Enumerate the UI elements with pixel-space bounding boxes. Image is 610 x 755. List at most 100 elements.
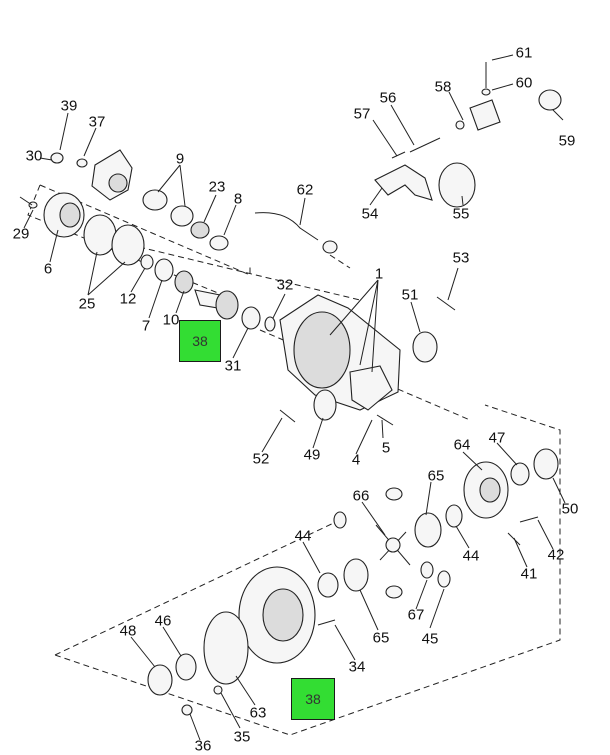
washer-37	[76, 158, 88, 168]
bearing-9b	[170, 205, 194, 227]
leader-lines	[23, 54, 566, 741]
callout-54: 54	[361, 205, 379, 223]
shaft-56	[409, 137, 441, 153]
washer-44b	[317, 572, 339, 598]
callout-6: 6	[43, 260, 53, 278]
adjuster-49	[313, 389, 337, 421]
callout-66: 66	[352, 487, 370, 505]
callout-61: 61	[515, 44, 533, 62]
lower-assembly-outline	[54, 404, 561, 736]
callout-47: 47	[488, 429, 506, 447]
nut-39	[50, 152, 64, 164]
side-gear-65a	[414, 512, 442, 548]
callout-39: 39	[60, 97, 78, 115]
bolt-34	[317, 619, 336, 626]
callout-45: 45	[421, 630, 439, 648]
callout-42: 42	[547, 546, 565, 564]
bearing-9a	[142, 189, 168, 211]
diff-case-half	[463, 461, 509, 519]
collar-55	[438, 162, 476, 208]
thrust-67	[420, 561, 434, 579]
washer-35	[213, 685, 223, 695]
callout-56: 56	[379, 89, 397, 107]
fork-54	[374, 164, 433, 201]
callout-65-top: 65	[427, 467, 445, 485]
washer-44a	[445, 504, 463, 528]
callout-44-right: 44	[462, 547, 480, 565]
upper-right-guide	[329, 254, 351, 269]
callout-31: 31	[224, 357, 242, 375]
pinion-gear-a	[385, 487, 403, 501]
callout-59: 59	[558, 132, 576, 150]
callout-32: 32	[276, 276, 294, 294]
spider-66	[375, 524, 411, 566]
cup-7	[154, 258, 174, 282]
washer-60	[481, 88, 491, 96]
callout-49: 49	[303, 446, 321, 464]
breather-fitting	[322, 240, 338, 254]
callout-55: 55	[452, 205, 470, 223]
side-gear-65b	[343, 558, 369, 592]
washer-45	[437, 570, 451, 588]
bolt-42	[519, 516, 539, 523]
spacer-32	[264, 316, 276, 332]
callout-64: 64	[453, 436, 471, 454]
callout-48: 48	[119, 622, 137, 640]
nut-36	[181, 704, 193, 716]
callout-12: 12	[119, 290, 137, 308]
oring-58	[455, 120, 465, 130]
callout-65-bottom: 65	[372, 629, 390, 647]
callout-37: 37	[88, 113, 106, 131]
cover-plate	[469, 99, 501, 131]
callout-35: 35	[233, 728, 251, 746]
callout-52: 52	[252, 450, 270, 468]
callout-53: 53	[452, 249, 470, 267]
cup-48	[147, 664, 173, 696]
adjuster-51	[412, 331, 438, 363]
shim-25b	[111, 224, 145, 266]
callout-8: 8	[233, 190, 243, 208]
callout-7: 7	[141, 317, 151, 335]
highlight-part-38-ring-gear[interactable]: 38	[291, 678, 335, 720]
cup-50	[533, 448, 559, 480]
callout-60: 60	[515, 74, 533, 92]
callout-62: 62	[296, 181, 314, 199]
carrier-housing	[279, 294, 401, 411]
bearing-47	[510, 462, 530, 486]
plug-59	[538, 89, 562, 111]
bearing-cone-23	[190, 221, 210, 239]
callout-5: 5	[381, 439, 391, 457]
callout-50: 50	[561, 500, 579, 518]
pin-52	[279, 409, 296, 423]
seal-8	[209, 235, 229, 251]
spacer-12	[140, 254, 154, 270]
pinion-gear-b	[385, 585, 403, 599]
callout-63: 63	[249, 704, 267, 722]
ring-gear	[238, 566, 316, 664]
callout-9: 9	[175, 150, 185, 168]
callout-1: 1	[374, 265, 384, 283]
callout-58: 58	[434, 78, 452, 96]
shim-25a	[83, 214, 117, 256]
callout-23: 23	[208, 178, 226, 196]
bearing-31	[241, 306, 261, 330]
callout-30: 30	[25, 147, 43, 165]
drive-pinion	[194, 289, 239, 320]
pin-53	[436, 296, 456, 311]
callout-44-left: 44	[294, 527, 312, 545]
case-63	[203, 611, 249, 685]
callout-4: 4	[351, 451, 361, 469]
bolt-5	[376, 414, 394, 426]
callout-46: 46	[154, 612, 172, 630]
callout-25: 25	[78, 295, 96, 313]
flange-6	[43, 192, 85, 238]
breather-tube-62	[254, 212, 319, 241]
spring-57	[391, 151, 406, 159]
highlight-part-38-pinion[interactable]: 38	[179, 320, 221, 362]
pinion-gear-c	[333, 511, 347, 529]
callout-34: 34	[348, 658, 366, 676]
bearing-10	[174, 270, 194, 294]
flange-yoke	[91, 149, 133, 201]
